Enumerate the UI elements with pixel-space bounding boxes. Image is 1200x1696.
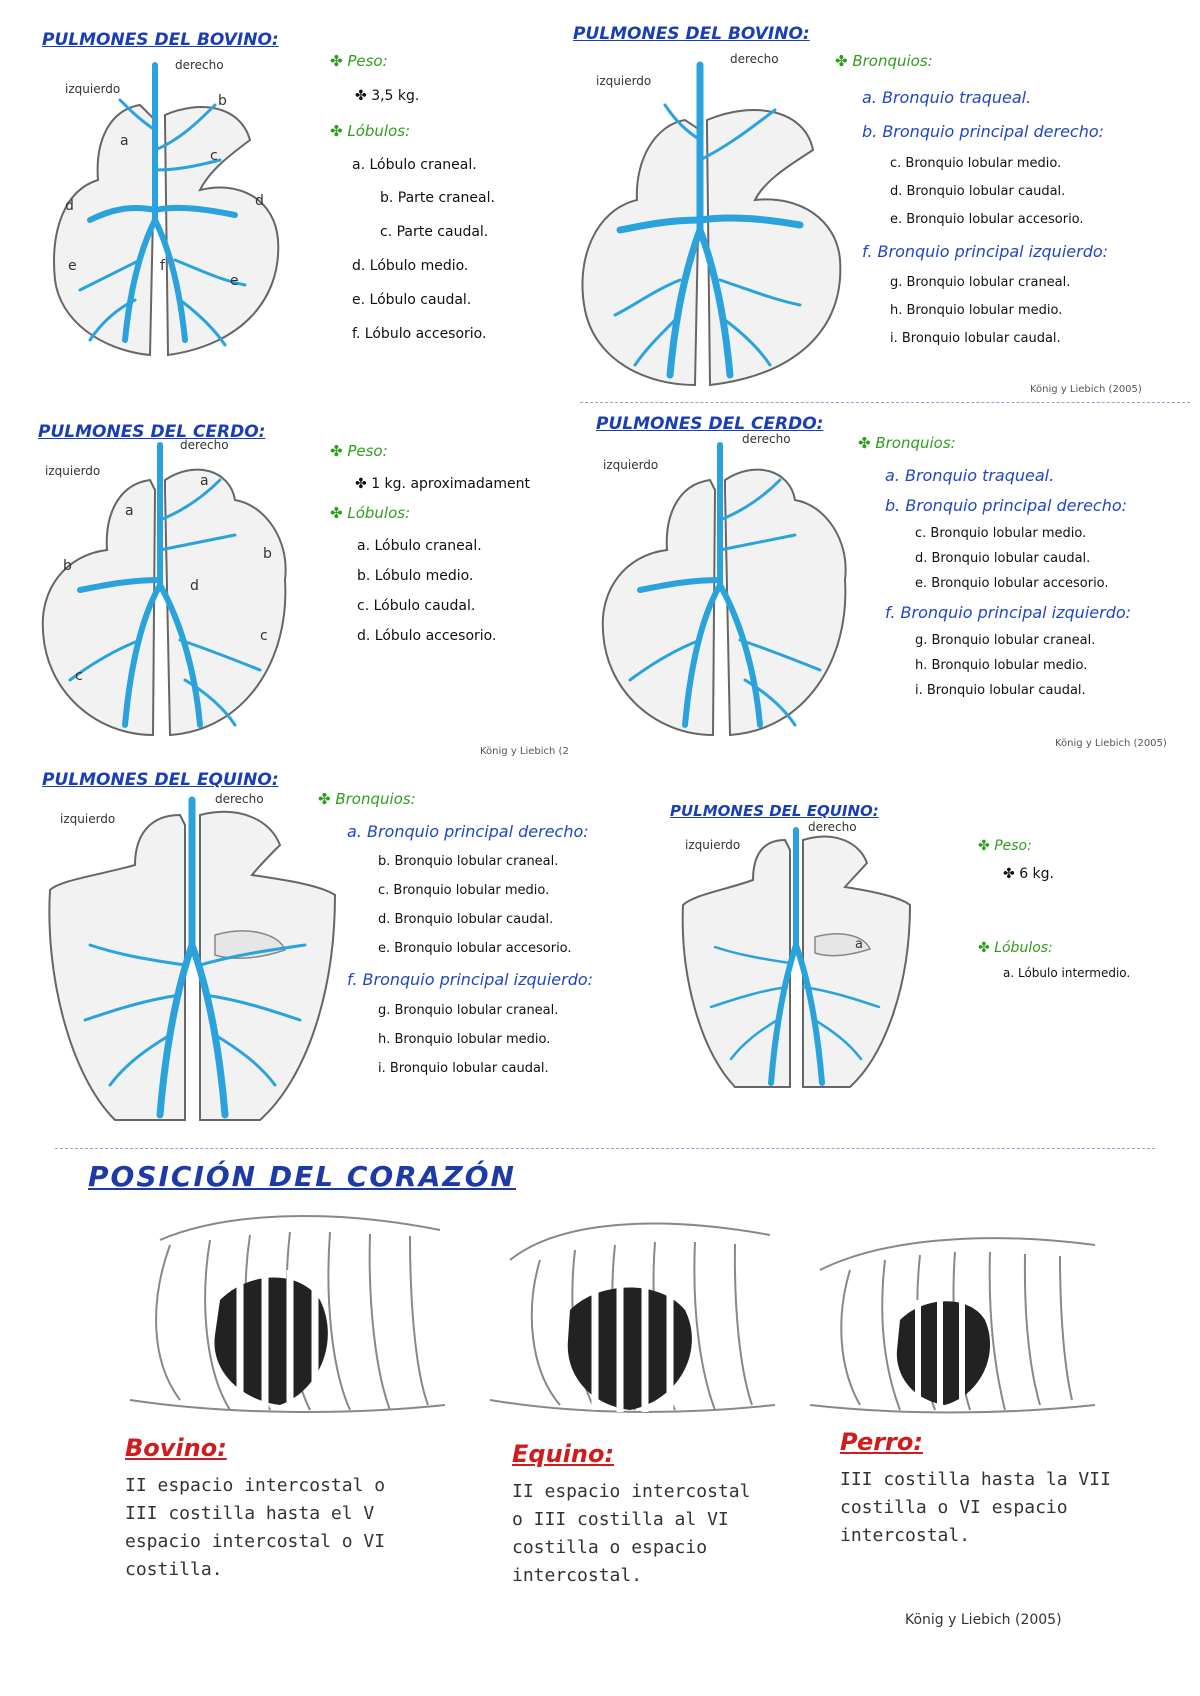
lobulo-item: c. Lóbulo caudal. xyxy=(357,598,475,614)
citation: König y Liebich (2005) xyxy=(1055,738,1167,749)
figure-letter: b xyxy=(63,558,72,574)
figure-letter: e xyxy=(68,258,77,274)
bronquios-heading: ✤ Bronquios: xyxy=(835,52,933,70)
equino-heart-figure xyxy=(480,1200,780,1420)
figure-letter: c xyxy=(260,628,268,644)
equino-bronchi-figure xyxy=(40,795,340,1125)
figure-letter: a xyxy=(855,937,863,952)
peso-value: ✤ 1 kg. aproximadament xyxy=(355,476,530,492)
bronquio-main: b. Bronquio principal derecho: xyxy=(862,122,1104,141)
bovino-bronchi-figure xyxy=(575,60,845,390)
cerdo-bronchi-figure xyxy=(590,440,855,740)
lobulo-item: a. Lóbulo craneal. xyxy=(357,538,482,554)
bronquio-sub: i. Bronquio lobular caudal. xyxy=(915,683,1086,698)
bronquio-sub: d. Bronquio lobular caudal. xyxy=(915,551,1090,566)
species-title-equino: Equino: xyxy=(512,1440,614,1468)
bronquio-sub: e. Bronquio lobular accesorio. xyxy=(890,212,1084,227)
lobulos-heading: ✤ Lóbulos: xyxy=(978,940,1053,956)
lobulos-heading: ✤ Lóbulos: xyxy=(330,504,410,522)
species-text-perro: III costilla hasta la VII costilla o VI … xyxy=(840,1466,1120,1550)
bronquio-sub: d. Bronquio lobular caudal. xyxy=(378,912,553,927)
citation: König y Liebich (2 xyxy=(480,746,569,757)
bronquio-main: a. Bronquio principal derecho: xyxy=(347,822,589,841)
bronquio-sub: h. Bronquio lobular medio. xyxy=(378,1032,550,1047)
bronquio-main: f. Bronquio principal izquierdo: xyxy=(885,603,1131,622)
figure-letter: e xyxy=(230,273,239,289)
lobulos-heading: ✤ Lóbulos: xyxy=(330,122,410,140)
species-title-bovino: Bovino: xyxy=(125,1434,227,1462)
equino-lobes-figure: a xyxy=(675,825,915,1095)
species-title-perro: Perro: xyxy=(840,1428,923,1456)
peso-value: ✤ 3,5 kg. xyxy=(355,88,419,104)
equino-lobulos-title: PULMONES DEL EQUINO: xyxy=(670,802,879,820)
figure-letter: c xyxy=(210,148,218,164)
peso-heading: ✤ Peso: xyxy=(330,52,388,70)
bovino-lung-figure: a b c d d e e f xyxy=(40,60,290,360)
lobulo-item: f. Lóbulo accesorio. xyxy=(352,326,486,342)
divider xyxy=(55,1148,1155,1149)
citation: König y Liebich (2005) xyxy=(1030,384,1142,395)
bronquio-main: b. Bronquio principal derecho: xyxy=(885,496,1127,515)
peso-value: ✤ 6 kg. xyxy=(1003,866,1054,882)
bronquio-sub: i. Bronquio lobular caudal. xyxy=(378,1061,549,1076)
bovino-bronquios-title: PULMONES DEL BOVINO: xyxy=(573,24,810,44)
corazon-title: POSICIÓN DEL CORAZÓN xyxy=(88,1160,516,1193)
bronquio-main: a. Bronquio traqueal. xyxy=(885,466,1054,485)
lobulo-item: a. Lóbulo intermedio. xyxy=(1003,966,1130,980)
figure-letter: a xyxy=(125,503,134,519)
lobulo-item: c. Parte caudal. xyxy=(380,224,488,240)
cerdo-bronquios-title: PULMONES DEL CERDO: xyxy=(596,414,823,434)
bovino-lobulos-title: PULMONES DEL BOVINO: xyxy=(42,30,279,50)
bronquio-sub: g. Bronquio lobular craneal. xyxy=(378,1003,558,1018)
bronquio-sub: c. Bronquio lobular medio. xyxy=(378,883,549,898)
species-text-equino: II espacio intercostal o III costilla al… xyxy=(512,1478,772,1590)
peso-heading: ✤ Peso: xyxy=(978,838,1032,854)
lobulo-item: b. Lóbulo medio. xyxy=(357,568,473,584)
peso-heading: ✤ Peso: xyxy=(330,442,388,460)
lobulo-item: b. Parte craneal. xyxy=(380,190,495,206)
equino-bronquios-title: PULMONES DEL EQUINO: xyxy=(42,770,279,790)
perro-heart-figure xyxy=(800,1200,1100,1420)
citation: König y Liebich (2005) xyxy=(905,1612,1062,1628)
bronquio-sub: h. Bronquio lobular medio. xyxy=(890,303,1062,318)
figure-letter: f xyxy=(160,258,166,274)
bovino-heart-figure xyxy=(110,1200,450,1420)
figure-letter: d xyxy=(65,198,74,214)
bronquio-sub: e. Bronquio lobular accesorio. xyxy=(915,576,1109,591)
bronquio-sub: b. Bronquio lobular craneal. xyxy=(378,854,558,869)
bronquio-sub: g. Bronquio lobular craneal. xyxy=(890,275,1070,290)
bronquio-sub: c. Bronquio lobular medio. xyxy=(915,526,1086,541)
lobulo-item: e. Lóbulo caudal. xyxy=(352,292,471,308)
cerdo-lung-figure: a a b b c c d xyxy=(35,440,295,740)
bronquio-sub: h. Bronquio lobular medio. xyxy=(915,658,1087,673)
divider xyxy=(580,402,1190,403)
cerdo-lobulos-title: PULMONES DEL CERDO: xyxy=(38,422,265,442)
figure-letter: d xyxy=(190,578,199,594)
bronquio-main: f. Bronquio principal izquierdo: xyxy=(347,970,593,989)
figure-letter: d xyxy=(255,193,264,209)
bronquio-sub: d. Bronquio lobular caudal. xyxy=(890,184,1065,199)
bronquio-sub: g. Bronquio lobular craneal. xyxy=(915,633,1095,648)
lobulo-item: d. Lóbulo medio. xyxy=(352,258,468,274)
figure-letter: a xyxy=(200,473,209,489)
figure-letter: a xyxy=(120,133,129,149)
bronquio-sub: e. Bronquio lobular accesorio. xyxy=(378,941,572,956)
bronquios-heading: ✤ Bronquios: xyxy=(858,434,956,452)
bronquio-main: f. Bronquio principal izquierdo: xyxy=(862,242,1108,261)
species-text-bovino: II espacio intercostal o III costilla ha… xyxy=(125,1472,425,1584)
bronquio-main: a. Bronquio traqueal. xyxy=(862,88,1031,107)
bronquio-sub: c. Bronquio lobular medio. xyxy=(890,156,1061,171)
bronquios-heading: ✤ Bronquios: xyxy=(318,790,416,808)
figure-letter: b xyxy=(218,93,227,109)
figure-letter: c xyxy=(75,668,83,684)
figure-letter: b xyxy=(263,546,272,562)
lobulo-item: a. Lóbulo craneal. xyxy=(352,157,477,173)
bronquio-sub: i. Bronquio lobular caudal. xyxy=(890,331,1061,346)
lobulo-item: d. Lóbulo accesorio. xyxy=(357,628,496,644)
